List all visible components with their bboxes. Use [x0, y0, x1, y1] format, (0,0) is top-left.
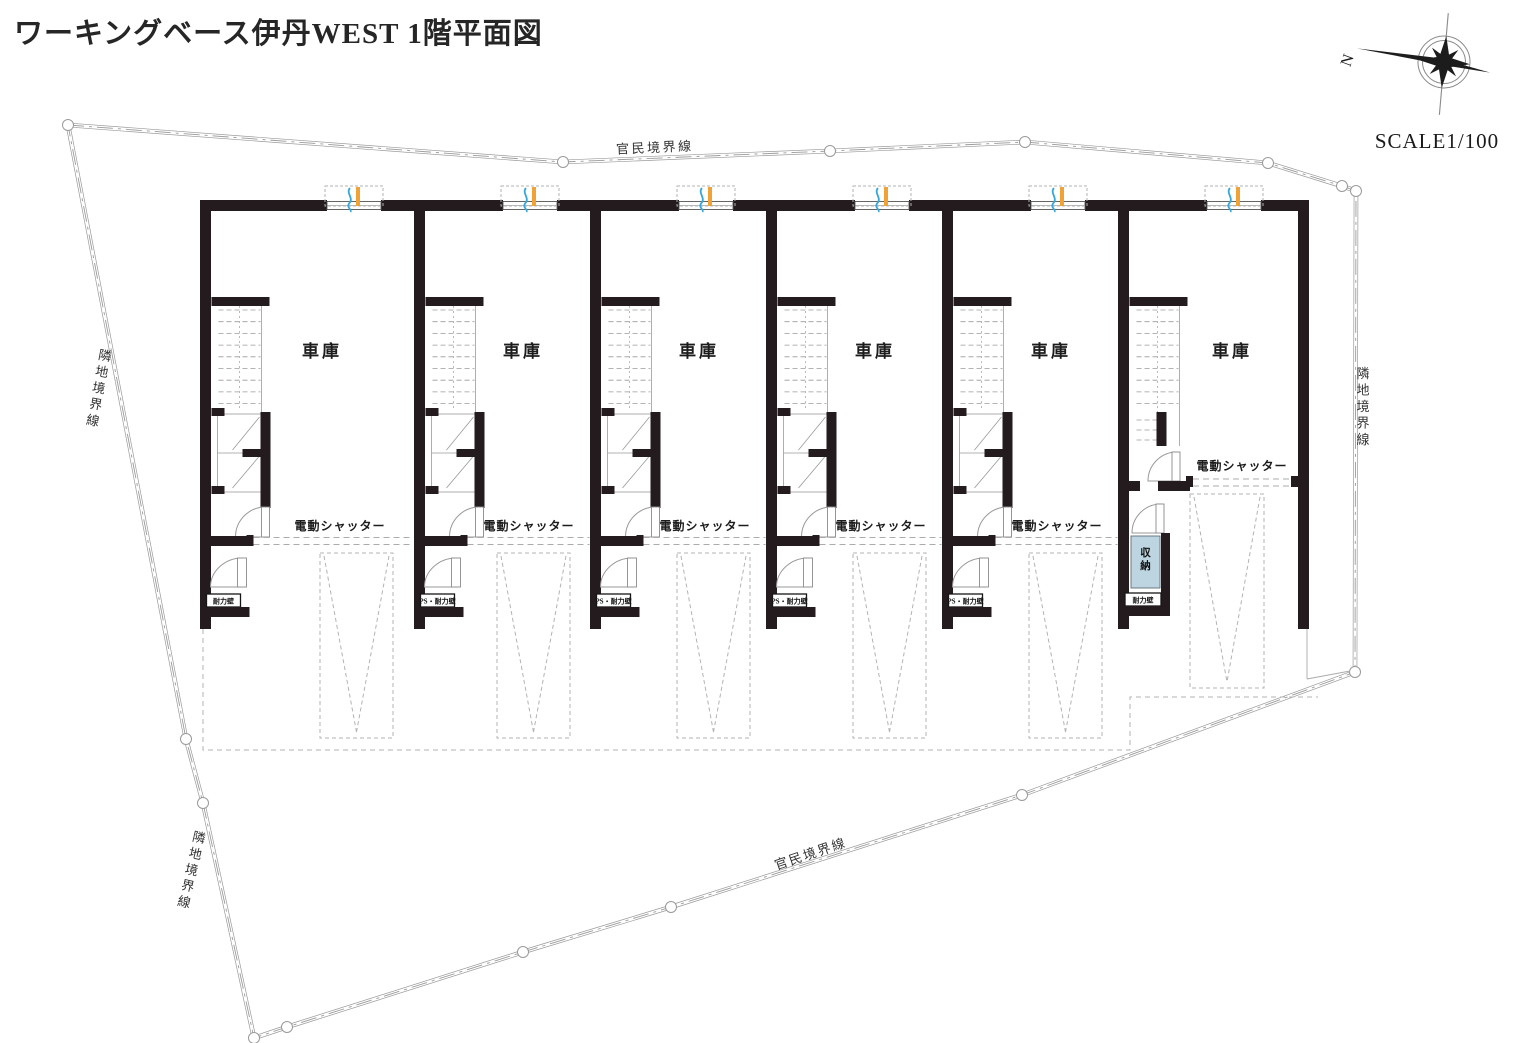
storage-label: 収納 — [1140, 547, 1151, 572]
vent-blue-icon — [699, 187, 704, 213]
site-boundary — [62, 119, 1362, 1043]
bearing-wall-label: PS・耐力壁 — [419, 597, 455, 606]
vent-blue-icon — [1051, 187, 1056, 213]
unit-1: 耐力壁 電動シャッター 車庫 — [200, 185, 414, 617]
boundary-vertex-marker — [1350, 185, 1362, 197]
parking-bay — [852, 552, 927, 739]
window-symbol — [676, 185, 736, 207]
bearing-wall-label: PS・耐力壁 — [947, 597, 983, 606]
window-symbol — [324, 185, 384, 207]
vent-blue-icon — [1227, 187, 1232, 213]
unit-4: PS・耐力壁 電動シャッター 車庫 — [766, 185, 942, 617]
boundary-vertex-marker — [824, 145, 836, 157]
scale-label: SCALE1/100 — [1375, 129, 1499, 153]
vent-orange-icon — [884, 187, 888, 206]
garage-room-label: 車庫 — [1031, 341, 1071, 361]
vent-blue-icon — [875, 187, 880, 213]
garage-room-label: 車庫 — [679, 341, 719, 361]
bearing-wall-label: PS・耐力壁 — [595, 597, 631, 606]
boundary-vertex-marker — [62, 119, 74, 131]
vent-blue-icon — [523, 187, 528, 213]
vent-orange-icon — [532, 187, 536, 206]
shutter-label: 電動シャッター — [294, 518, 385, 533]
garage-room-label: 車庫 — [1212, 341, 1252, 361]
window-symbol — [1028, 185, 1088, 207]
boundary-vertex-marker — [1349, 666, 1361, 678]
page-title: ワーキングベース伊丹WEST 1階平面図 — [14, 18, 543, 50]
unit-2: PS・耐力壁 電動シャッター 車庫 — [414, 185, 590, 617]
boundary-vertex-marker — [180, 733, 192, 745]
shutter-label: 電動シャッター — [835, 518, 926, 533]
parking-bay — [496, 552, 571, 739]
vent-orange-icon — [1060, 187, 1064, 206]
unit-5: PS・耐力壁 電動シャッター 車庫 — [942, 185, 1118, 617]
boundary-vertex-marker — [665, 901, 677, 913]
window-symbol — [852, 185, 912, 207]
window-symbol — [500, 185, 560, 207]
bearing-wall-label: 耐力壁 — [213, 597, 234, 606]
shutter-label: 電動シャッター — [483, 518, 574, 533]
boundary-label-top: 官民境界線 — [616, 138, 694, 156]
bearing-wall-label: 耐力壁 — [1133, 596, 1154, 605]
compass-north-label: N — [1338, 52, 1358, 69]
storage-room — [1130, 535, 1161, 589]
boundary-vertex-marker — [1336, 180, 1348, 192]
garage-room-label: 車庫 — [302, 341, 342, 361]
shutter-label: 電動シャッター — [1011, 518, 1102, 533]
bearing-wall-label: PS・耐力壁 — [771, 597, 807, 606]
garage-room-label: 車庫 — [855, 341, 895, 361]
garage-room-label: 車庫 — [503, 341, 543, 361]
parking-area — [202, 493, 1351, 751]
boundary-vertex-marker — [248, 1032, 260, 1043]
boundary-vertex-marker — [1016, 789, 1028, 801]
boundary-vertex-marker — [1262, 157, 1274, 169]
compass-rose-icon — [1356, 13, 1491, 115]
boundary-vertex-marker — [517, 946, 529, 958]
shutter-label: 電動シャッター — [659, 518, 750, 533]
boundary-label-bottom-left: 隣地境界線 — [176, 829, 207, 911]
boundary-vertex-marker — [1019, 136, 1031, 148]
vent-orange-icon — [356, 187, 360, 206]
parking-bay — [1028, 552, 1103, 739]
unit-3: PS・耐力壁 電動シャッター 車庫 — [590, 185, 766, 617]
vent-orange-icon — [708, 187, 712, 206]
parking-bay — [319, 552, 394, 739]
boundary-vertex-marker — [281, 1021, 293, 1033]
boundary-vertex-marker — [197, 797, 209, 809]
boundary-label-left: 隣地境界線 — [85, 347, 113, 429]
parking-bay — [676, 552, 751, 739]
shutter-label: 電動シャッター — [1196, 458, 1287, 473]
vent-blue-icon — [347, 187, 352, 213]
boundary-label-right: 隣地境界線 — [1356, 366, 1369, 447]
units: 耐力壁 電動シャッター 車庫 PS・耐力壁 電動シャッター 車庫 PS・耐力壁 電動シャッター… — [200, 185, 1298, 617]
window-symbol — [1204, 185, 1264, 207]
building-walls — [200, 200, 1309, 629]
boundary-vertex-marker — [557, 156, 569, 168]
parking-bay — [1189, 493, 1265, 689]
vent-orange-icon — [1236, 187, 1240, 206]
